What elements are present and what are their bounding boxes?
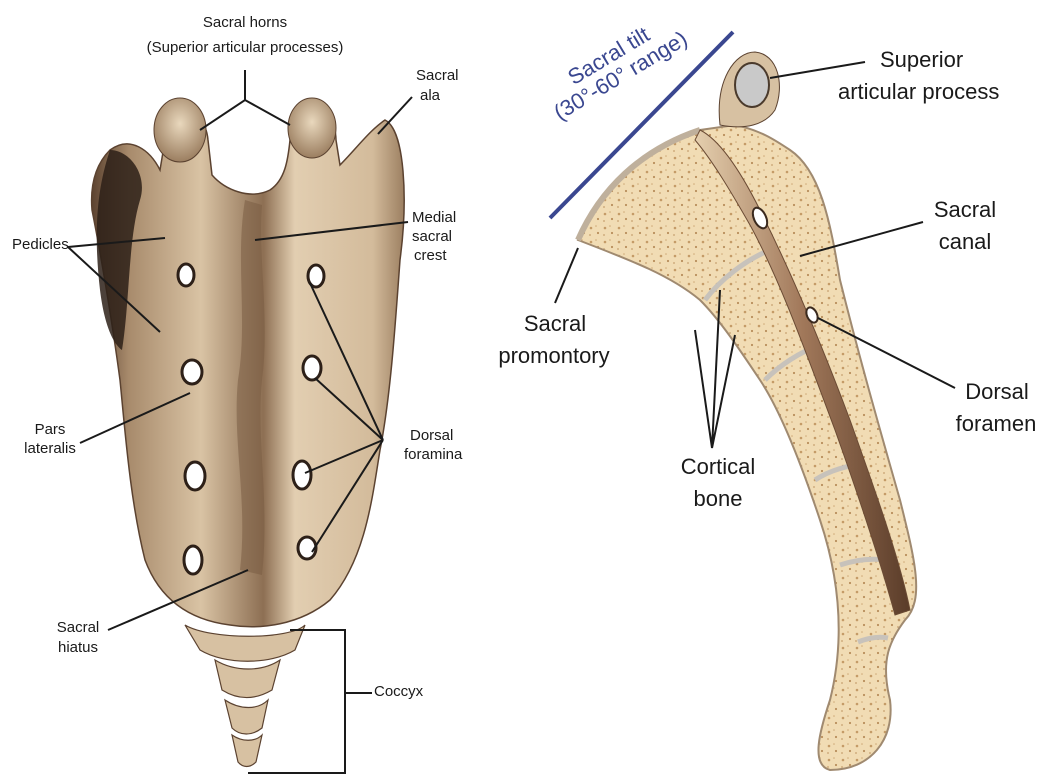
label-promontory-line1: Sacral xyxy=(500,312,610,335)
foramen-r3 xyxy=(293,461,311,489)
label-superior-line1: Superior xyxy=(880,48,963,71)
foramen-r2 xyxy=(303,356,321,380)
label-superior-articular-processes: (Superior articular processes) xyxy=(135,40,355,56)
label-cortical-line1: Cortical xyxy=(668,455,768,478)
foramen-l4 xyxy=(184,546,202,574)
label-pars-line2: lateralis xyxy=(14,441,86,457)
label-pars-line1: Pars xyxy=(20,422,80,438)
right-sacral-horn xyxy=(288,98,336,158)
label-coccyx: Coccyx xyxy=(374,684,423,700)
label-sacral-hiatus-line2: hiatus xyxy=(48,640,108,656)
label-sacral-ala-line1: Sacral xyxy=(416,68,459,84)
sacrum-section xyxy=(578,125,916,770)
label-sacral-horns: Sacral horns xyxy=(165,15,325,31)
foramen-l1 xyxy=(178,264,194,286)
label-sacral-canal-line2: canal xyxy=(920,230,1010,253)
label-sacral-hiatus-line1: Sacral xyxy=(48,620,108,636)
foramen-l3 xyxy=(185,462,205,490)
label-dorsal-foramen-line1: Dorsal xyxy=(952,380,1042,403)
label-promontory-line2: promontory xyxy=(484,344,624,367)
label-sacral-ala-line2: ala xyxy=(420,88,440,104)
label-pedicles: Pedicles xyxy=(12,237,69,253)
label-medial-crest-line3: crest xyxy=(414,248,447,264)
foramen-l2 xyxy=(182,360,202,384)
label-medial-crest-line1: Medial xyxy=(412,210,456,226)
label-sacral-canal-line1: Sacral xyxy=(920,198,1010,221)
label-dorsal-foramina-line1: Dorsal xyxy=(410,428,453,444)
foramen-r4 xyxy=(298,537,316,559)
label-superior-line2: articular process xyxy=(838,80,999,103)
posterior-sacrum-view xyxy=(68,70,412,773)
label-dorsal-foramina-line2: foramina xyxy=(404,447,462,463)
superior-facet xyxy=(735,63,769,107)
label-medial-crest-line2: sacral xyxy=(412,229,452,245)
coccyx-bone xyxy=(185,625,305,767)
left-sacral-horn xyxy=(154,98,206,162)
label-cortical-line2: bone xyxy=(668,487,768,510)
label-dorsal-foramen-line2: foramen xyxy=(946,412,1046,435)
